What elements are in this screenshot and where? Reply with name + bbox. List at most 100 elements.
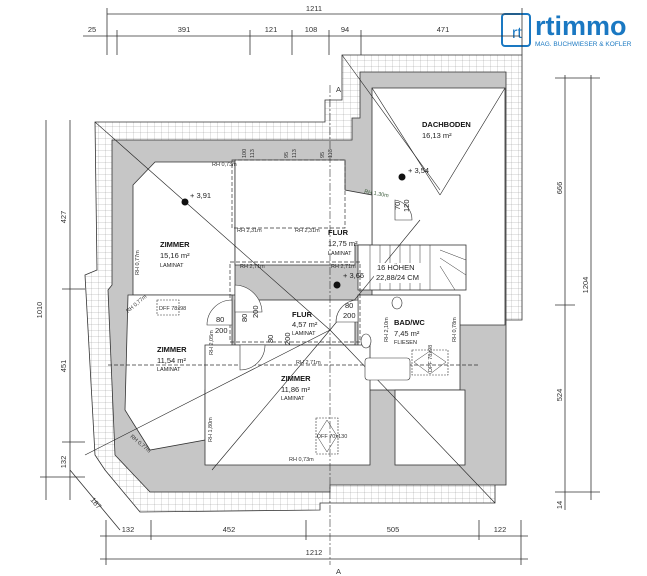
room-area: 15,16 m² <box>160 251 190 260</box>
rh-label: RH 2,71m <box>331 264 356 270</box>
toilet-icon <box>391 296 403 310</box>
stair-label-box <box>374 263 424 283</box>
room-name: ZIMMER <box>157 345 187 354</box>
dim-left: 132 <box>59 456 68 469</box>
window-sizes: 100 113 95 113 95 113 <box>242 149 334 158</box>
door-swings <box>206 199 413 371</box>
room-name: DACHBODEN <box>422 120 471 129</box>
room-label-zimmer-2: ZIMMER 11,54 m² LAMINAT <box>157 345 187 373</box>
room-floor: FLIESEN <box>394 340 417 346</box>
room-name: FLUR <box>292 310 313 319</box>
sink-icon <box>360 333 372 349</box>
elevation-icon <box>181 198 189 206</box>
elevation-icon <box>398 173 406 181</box>
room-floor: LAMINAT <box>281 396 305 402</box>
room-floor: LAMINAT <box>292 331 316 337</box>
room-label-dachboden: DACHBODEN 16,13 m² <box>422 120 471 140</box>
window-width: 95 <box>320 152 326 158</box>
room-name: FLUR <box>328 228 349 237</box>
window-height: 113 <box>292 149 298 158</box>
rh-label: RH 1,80m <box>208 417 214 442</box>
dim-right: 14 <box>555 501 564 509</box>
elevation-label: + 3,54 <box>408 166 429 175</box>
window-height: 113 <box>328 149 334 158</box>
dim-bottom: 505 <box>387 525 400 534</box>
stair-steps: 16 HÖHEN <box>377 263 415 272</box>
dim-bottom: 132 <box>122 525 135 534</box>
skylight-label: DFF 78x98 <box>159 306 186 312</box>
dimensions-bottom: 132 452 505 122 1212 187 A A <box>69 85 528 576</box>
room-name: BAD/WC <box>394 318 425 327</box>
elevation-icon <box>333 281 341 289</box>
dim-bottom: 452 <box>223 525 236 534</box>
rh-label: RH 2,31m <box>295 228 320 234</box>
door-height: 200 <box>215 326 228 335</box>
room-zimmer-3 <box>204 344 371 466</box>
dim-top-total: 1211 <box>306 4 322 13</box>
room-zimmer-1 <box>132 161 236 296</box>
stair-rise: 22,88/24 CM <box>376 273 419 282</box>
room-label-zimmer-3: ZIMMER 11,86 m² LAMINAT <box>281 374 311 402</box>
room-area: 11,54 m² <box>157 356 187 365</box>
rh-label: RH 2,71m <box>240 264 265 270</box>
logo-mark-letters: rt <box>512 25 522 42</box>
room-area: 4,57 m² <box>292 320 318 329</box>
rh-label: RH 0,78m <box>452 317 458 342</box>
elevation-label: + 3,66 <box>343 271 364 280</box>
logo-tagline: MAG. BUCHWIESER & KOFLER <box>535 41 632 48</box>
room-storage <box>394 389 466 466</box>
door-width: 80 <box>345 301 353 310</box>
room-area: 16,13 m² <box>422 131 452 140</box>
room-area: 11,86 m² <box>281 385 311 394</box>
dim-top: 121 <box>265 25 278 34</box>
room-label-flur-2: FLUR 4,57 m² LAMINAT <box>292 310 318 337</box>
dim-left: 451 <box>59 360 68 373</box>
dim-top: 391 <box>178 25 191 34</box>
dim-top: 94 <box>341 25 349 34</box>
dim-right-total: 1204 <box>581 277 590 294</box>
room-area: 12,75 m² <box>328 239 358 248</box>
room-area: 7,45 m² <box>394 329 420 338</box>
door-width: 70 <box>393 202 402 210</box>
door-sizes: 80 200 80 200 80 200 80 200 70 120 <box>215 199 411 345</box>
skylight: DFF 70x130 <box>315 417 347 455</box>
elevation-markers: + 3,91 + 3,54 + 3,66 <box>181 166 429 289</box>
bathtub-icon <box>364 357 411 381</box>
dim-right: 524 <box>555 389 564 402</box>
dim-bottom: 122 <box>494 525 507 534</box>
elevation-label: + 3,91 <box>190 191 211 200</box>
door-height: 200 <box>251 305 260 318</box>
logo-brand: rtimmo <box>535 11 627 41</box>
room-name: ZIMMER <box>281 374 311 383</box>
skylight: DFF 78x98 <box>156 299 186 316</box>
room-floor: LAMINAT <box>328 251 352 257</box>
window-width: 95 <box>284 152 290 158</box>
dim-left: 427 <box>59 211 68 224</box>
door-height: 200 <box>283 332 292 345</box>
room-label-bad: BAD/WC 7,45 m² FLIESEN <box>394 318 425 346</box>
door-height: 120 <box>402 199 411 212</box>
rh-label: RH 2,10m <box>384 317 390 342</box>
door-width: 80 <box>240 314 249 322</box>
skylight: DFF 78x98 <box>411 345 449 376</box>
rh-label: RH 2,71m <box>296 360 321 366</box>
skylight-label: DFF 70x130 <box>317 434 347 440</box>
dim-diagonal: 187 <box>88 496 103 511</box>
rh-label: RH 2,31m <box>237 228 262 234</box>
room-label-flur-1: FLUR 12,75 m² LAMINAT <box>328 228 358 257</box>
door-width: 80 <box>216 315 224 324</box>
room-label-zimmer-1: ZIMMER 15,16 m² LAMINAT <box>160 240 190 269</box>
dim-top: 471 <box>437 25 450 34</box>
dim-top: 108 <box>305 25 318 34</box>
dim-right: 666 <box>555 182 564 195</box>
dim-bottom-total: 1212 <box>306 548 323 557</box>
section-marker-top: A <box>336 85 341 94</box>
window-width: 100 <box>242 149 248 158</box>
dim-top: 25 <box>88 25 96 34</box>
dimensions-left: 427 451 132 1010 <box>35 120 85 500</box>
door-width: 80 <box>266 335 275 343</box>
room-floor: LAMINAT <box>160 263 184 269</box>
window-height: 113 <box>250 149 256 158</box>
dimensions-top: 1211 25 391 121 108 94 471 <box>83 4 523 55</box>
